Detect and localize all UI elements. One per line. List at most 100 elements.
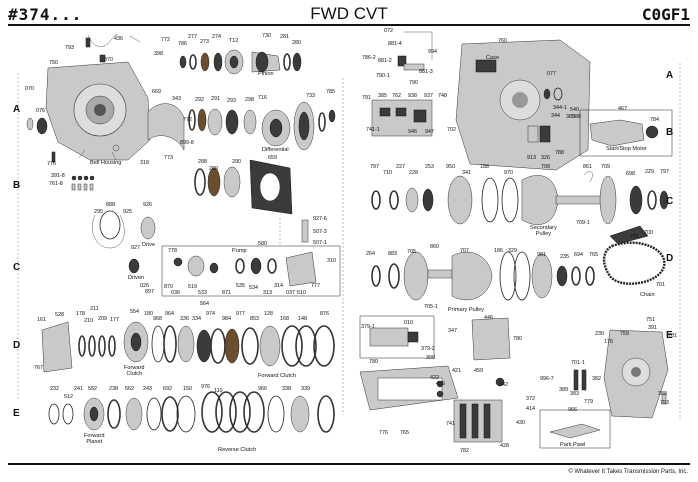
part-number: 707 [460,248,469,254]
part-number: 580 [258,241,267,247]
part-number: 391-8 [51,173,65,179]
caption-forward-clutch-pack: Forward Clutch [258,373,296,379]
part-number: 692 [163,386,172,392]
caption-driven: Driven [128,275,145,281]
part-number: 430 [516,420,525,426]
part-number: 238 [109,386,118,392]
part-number: 391 [648,325,657,331]
part-number: 310 [327,258,336,264]
part-number: 925 [123,209,132,215]
part-number: 540 [570,107,579,113]
part-number: 342 [499,382,508,388]
part-number: 970 [504,170,513,176]
bell-housing-drawing [45,61,151,161]
part-number: 698 [626,171,635,177]
part-number: 899-8 [180,140,194,146]
part-number: 389 [559,387,568,393]
part-number: 976 [201,384,210,390]
part-number: 888 [106,202,115,208]
part-number: 180 [144,311,153,317]
part-number: 996-7 [540,376,554,382]
top-rule [8,24,690,26]
part-number: 176 [604,339,613,345]
part-number: 230 [595,331,604,337]
part-number: 188 [480,164,489,170]
part-number: 467 [618,106,627,112]
part-number: 334 [192,316,201,322]
part-number: 741 [446,421,455,427]
part-number: 927-6 [313,216,327,222]
part-number: 344-1 [553,105,567,111]
part-number: 036 [171,290,180,296]
section-label-e-right: E [666,330,673,341]
part-number: 861 [583,164,592,170]
part-number: 288 [198,159,207,165]
part-number: 790 [409,80,418,86]
caption-bell-housing: Bell Housing [90,160,122,166]
part-number: 037 [286,290,295,296]
part-number: 767 [34,365,43,371]
part-number: 372 [526,396,535,402]
part-number: 968 [153,316,162,322]
part-number: 702 [447,127,456,133]
part-number: 564 [200,301,209,307]
part-number: 554 [130,309,139,315]
part-number: 414 [526,406,535,412]
part-number: 871 [222,290,231,296]
caption-reverse-clutch: Reverse Clutch [218,447,257,453]
part-number: 984 [222,316,231,322]
part-number: 186 [494,248,503,254]
part-number: 760 [498,38,507,44]
part-number: 773 [164,155,173,161]
part-number: 779 [584,399,593,405]
diagram-number: #374... [8,5,83,24]
part-number: 937 [424,93,433,99]
part-number: 881-3 [419,69,433,75]
part-number: 314 [274,283,283,289]
part-number: 446 [484,315,493,321]
part-number: 705 [407,249,416,255]
part-number: 750 [49,60,58,66]
caption-forward-clutch-hub: Forward Clutch [124,365,145,377]
part-number: 981 [537,252,546,258]
caption-park-pawl: Park Pawl [560,442,586,448]
part-number: 950 [446,164,455,170]
part-number: 716 [258,95,267,101]
section-label-c-right: C [666,196,674,207]
part-number: 243 [143,386,152,392]
caption-secondary-pulley: Secondary Pulley [530,225,557,237]
part-number: 178 [76,311,85,317]
section-label-b: B [13,180,21,191]
part-number: 290 [232,159,241,165]
part-number: 425 [436,381,445,387]
part-number: 379-1 [361,324,375,330]
part-number: 741-1 [366,127,380,133]
part-number: 938 [408,93,417,99]
part-number: 977 [236,311,245,317]
part-number: 398 [154,51,163,57]
bottom-rule [8,463,690,465]
part-number: 388 [658,391,667,397]
section-label-a: A [13,104,21,115]
part-number: 326 [541,155,550,161]
part-number: 797 [660,169,669,175]
part-number: 519 [188,284,197,290]
part-number: 751 [646,317,655,323]
page-title: FWD CVT [310,4,388,23]
part-number: 776 [379,430,388,436]
copyright-footer: © Whatever It Takes Transmission Parts, … [568,469,688,475]
part-number: 927 [131,245,140,251]
part-number: 788 [555,150,564,156]
part-number: 881-2 [378,58,392,64]
part-number: 010 [404,320,413,326]
part-number: 264 [366,251,375,257]
part-number: 318 [140,160,149,166]
part-number: 209 [98,316,107,322]
part-number: 777 [311,283,320,289]
part-number: 459 [474,368,483,374]
part-number: 235 [560,254,569,260]
part-number: 709 [601,164,610,170]
part-number: 710 [383,170,392,176]
part-number: 228 [409,170,418,176]
